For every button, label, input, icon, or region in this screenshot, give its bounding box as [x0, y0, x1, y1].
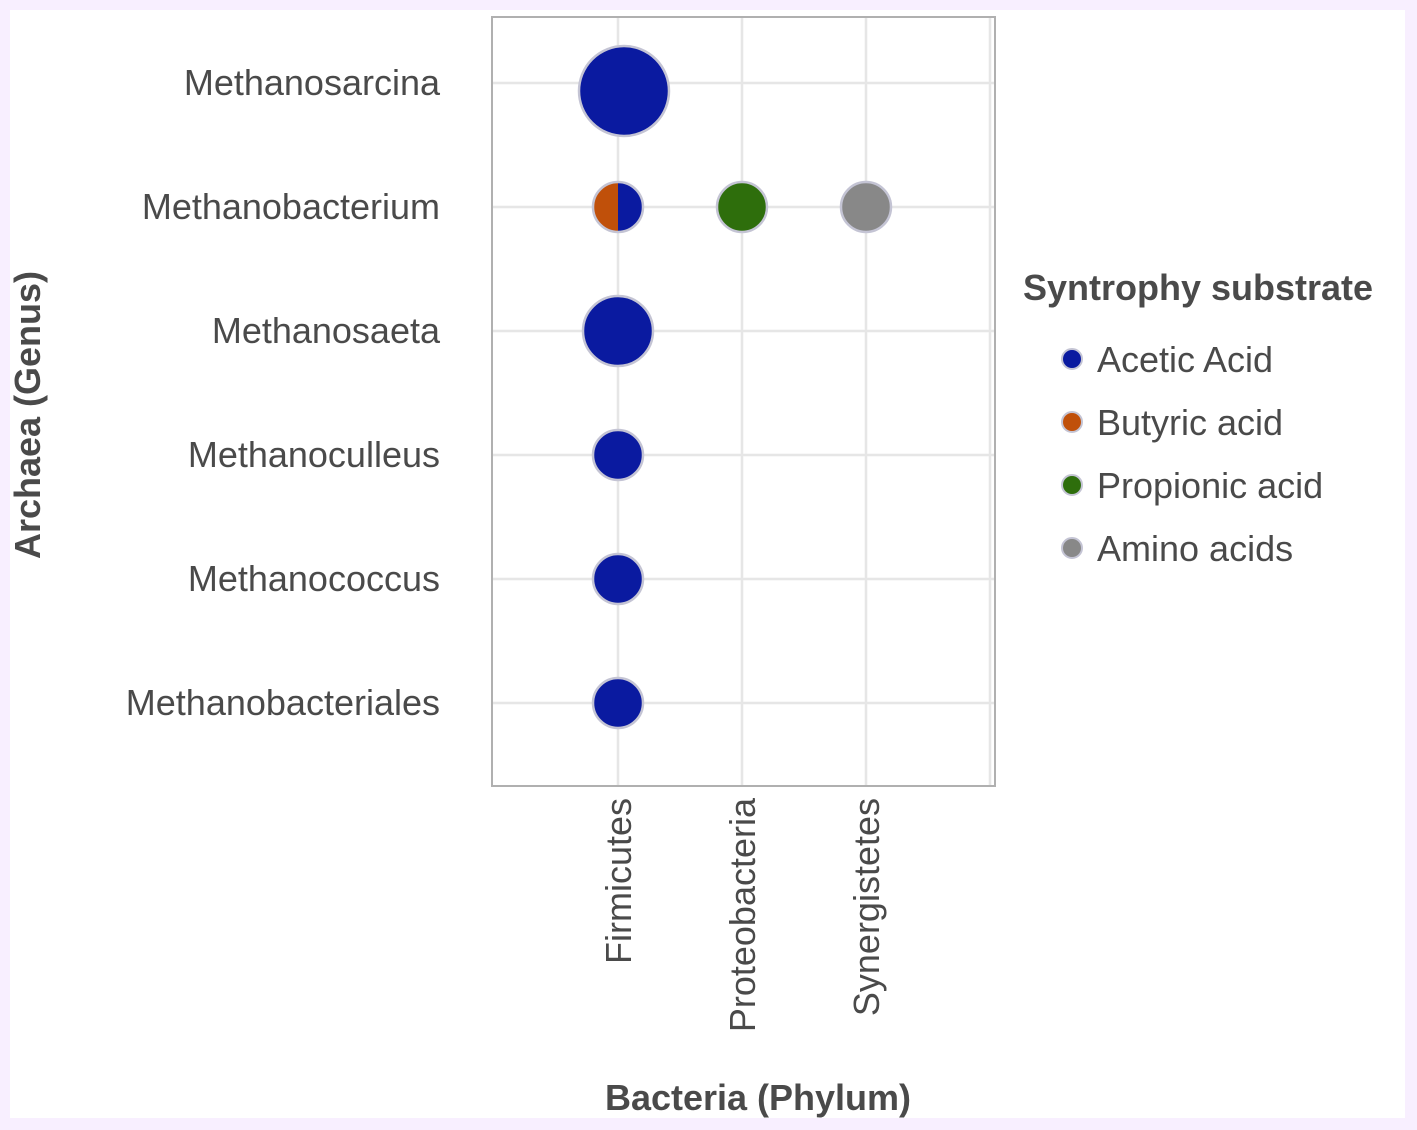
point-circle — [581, 294, 655, 368]
point-methanococcus-firmicutes — [591, 552, 645, 606]
x-tick-labels: Firmicutes Proteobacteria Synergistetes — [598, 797, 887, 1032]
x-axis-label: Bacteria (Phylum) — [605, 1077, 911, 1118]
legend-item-amino-acids: Amino acids — [1061, 528, 1293, 569]
legend-title: Syntrophy substrate — [1023, 267, 1373, 308]
legend-label: Butyric acid — [1097, 402, 1283, 443]
point-outline — [591, 180, 645, 234]
point-half-left — [593, 182, 618, 232]
point-circle — [591, 676, 645, 730]
y-tick-methanosarcina: Methanosarcina — [184, 62, 441, 103]
y-tick-methanosaeta: Methanosaeta — [212, 310, 441, 351]
grid-lines — [492, 17, 995, 786]
point-methanobacteriales-firmicutes — [591, 676, 645, 730]
point-methanosarcina-firmicutes — [577, 44, 671, 138]
point-circle — [839, 180, 893, 234]
legend-swatch — [1061, 348, 1083, 370]
legend-swatch — [1061, 411, 1083, 433]
x-tick-synergistetes: Synergistetes — [846, 798, 887, 1016]
legend-swatch — [1061, 474, 1083, 496]
legend-label: Amino acids — [1097, 528, 1293, 569]
x-tick-firmicutes: Firmicutes — [598, 798, 639, 964]
point-circle — [591, 428, 645, 482]
legend-item-propionic-acid: Propionic acid — [1061, 465, 1323, 506]
y-tick-labels: MethanosarcinaMethanobacteriumMethanosae… — [126, 62, 441, 723]
y-tick-methanoculleus: Methanoculleus — [188, 434, 440, 475]
legend-label: Propionic acid — [1097, 465, 1323, 506]
point-circle — [591, 552, 645, 606]
point-methanobacterium-synergistetes — [839, 180, 893, 234]
point-circle — [577, 44, 671, 138]
y-tick-methanococcus: Methanococcus — [188, 558, 440, 599]
points-layer — [577, 44, 893, 730]
legend-label: Acetic Acid — [1097, 339, 1273, 380]
plot-panel — [491, 16, 996, 787]
legend-item-acetic-acid: Acetic Acid — [1061, 339, 1273, 380]
point-circle — [715, 180, 769, 234]
legend-item-butyric-acid: Butyric acid — [1061, 402, 1283, 443]
legend-swatch — [1061, 537, 1083, 559]
y-axis-label: Archaea (Genus) — [10, 271, 48, 559]
bubble-chart: MethanosarcinaMethanobacteriumMethanosae… — [10, 16, 1373, 1118]
y-tick-methanobacterium: Methanobacterium — [142, 186, 440, 227]
point-methanobacterium-proteobacteria — [715, 180, 769, 234]
point-methanobacterium-firmicutes — [591, 180, 645, 234]
point-half-right — [618, 182, 643, 232]
point-methanoculleus-firmicutes — [591, 428, 645, 482]
point-methanosaeta-firmicutes — [581, 294, 655, 368]
x-tick-proteobacteria: Proteobacteria — [722, 797, 763, 1032]
y-tick-methanobacteriales: Methanobacteriales — [126, 682, 440, 723]
